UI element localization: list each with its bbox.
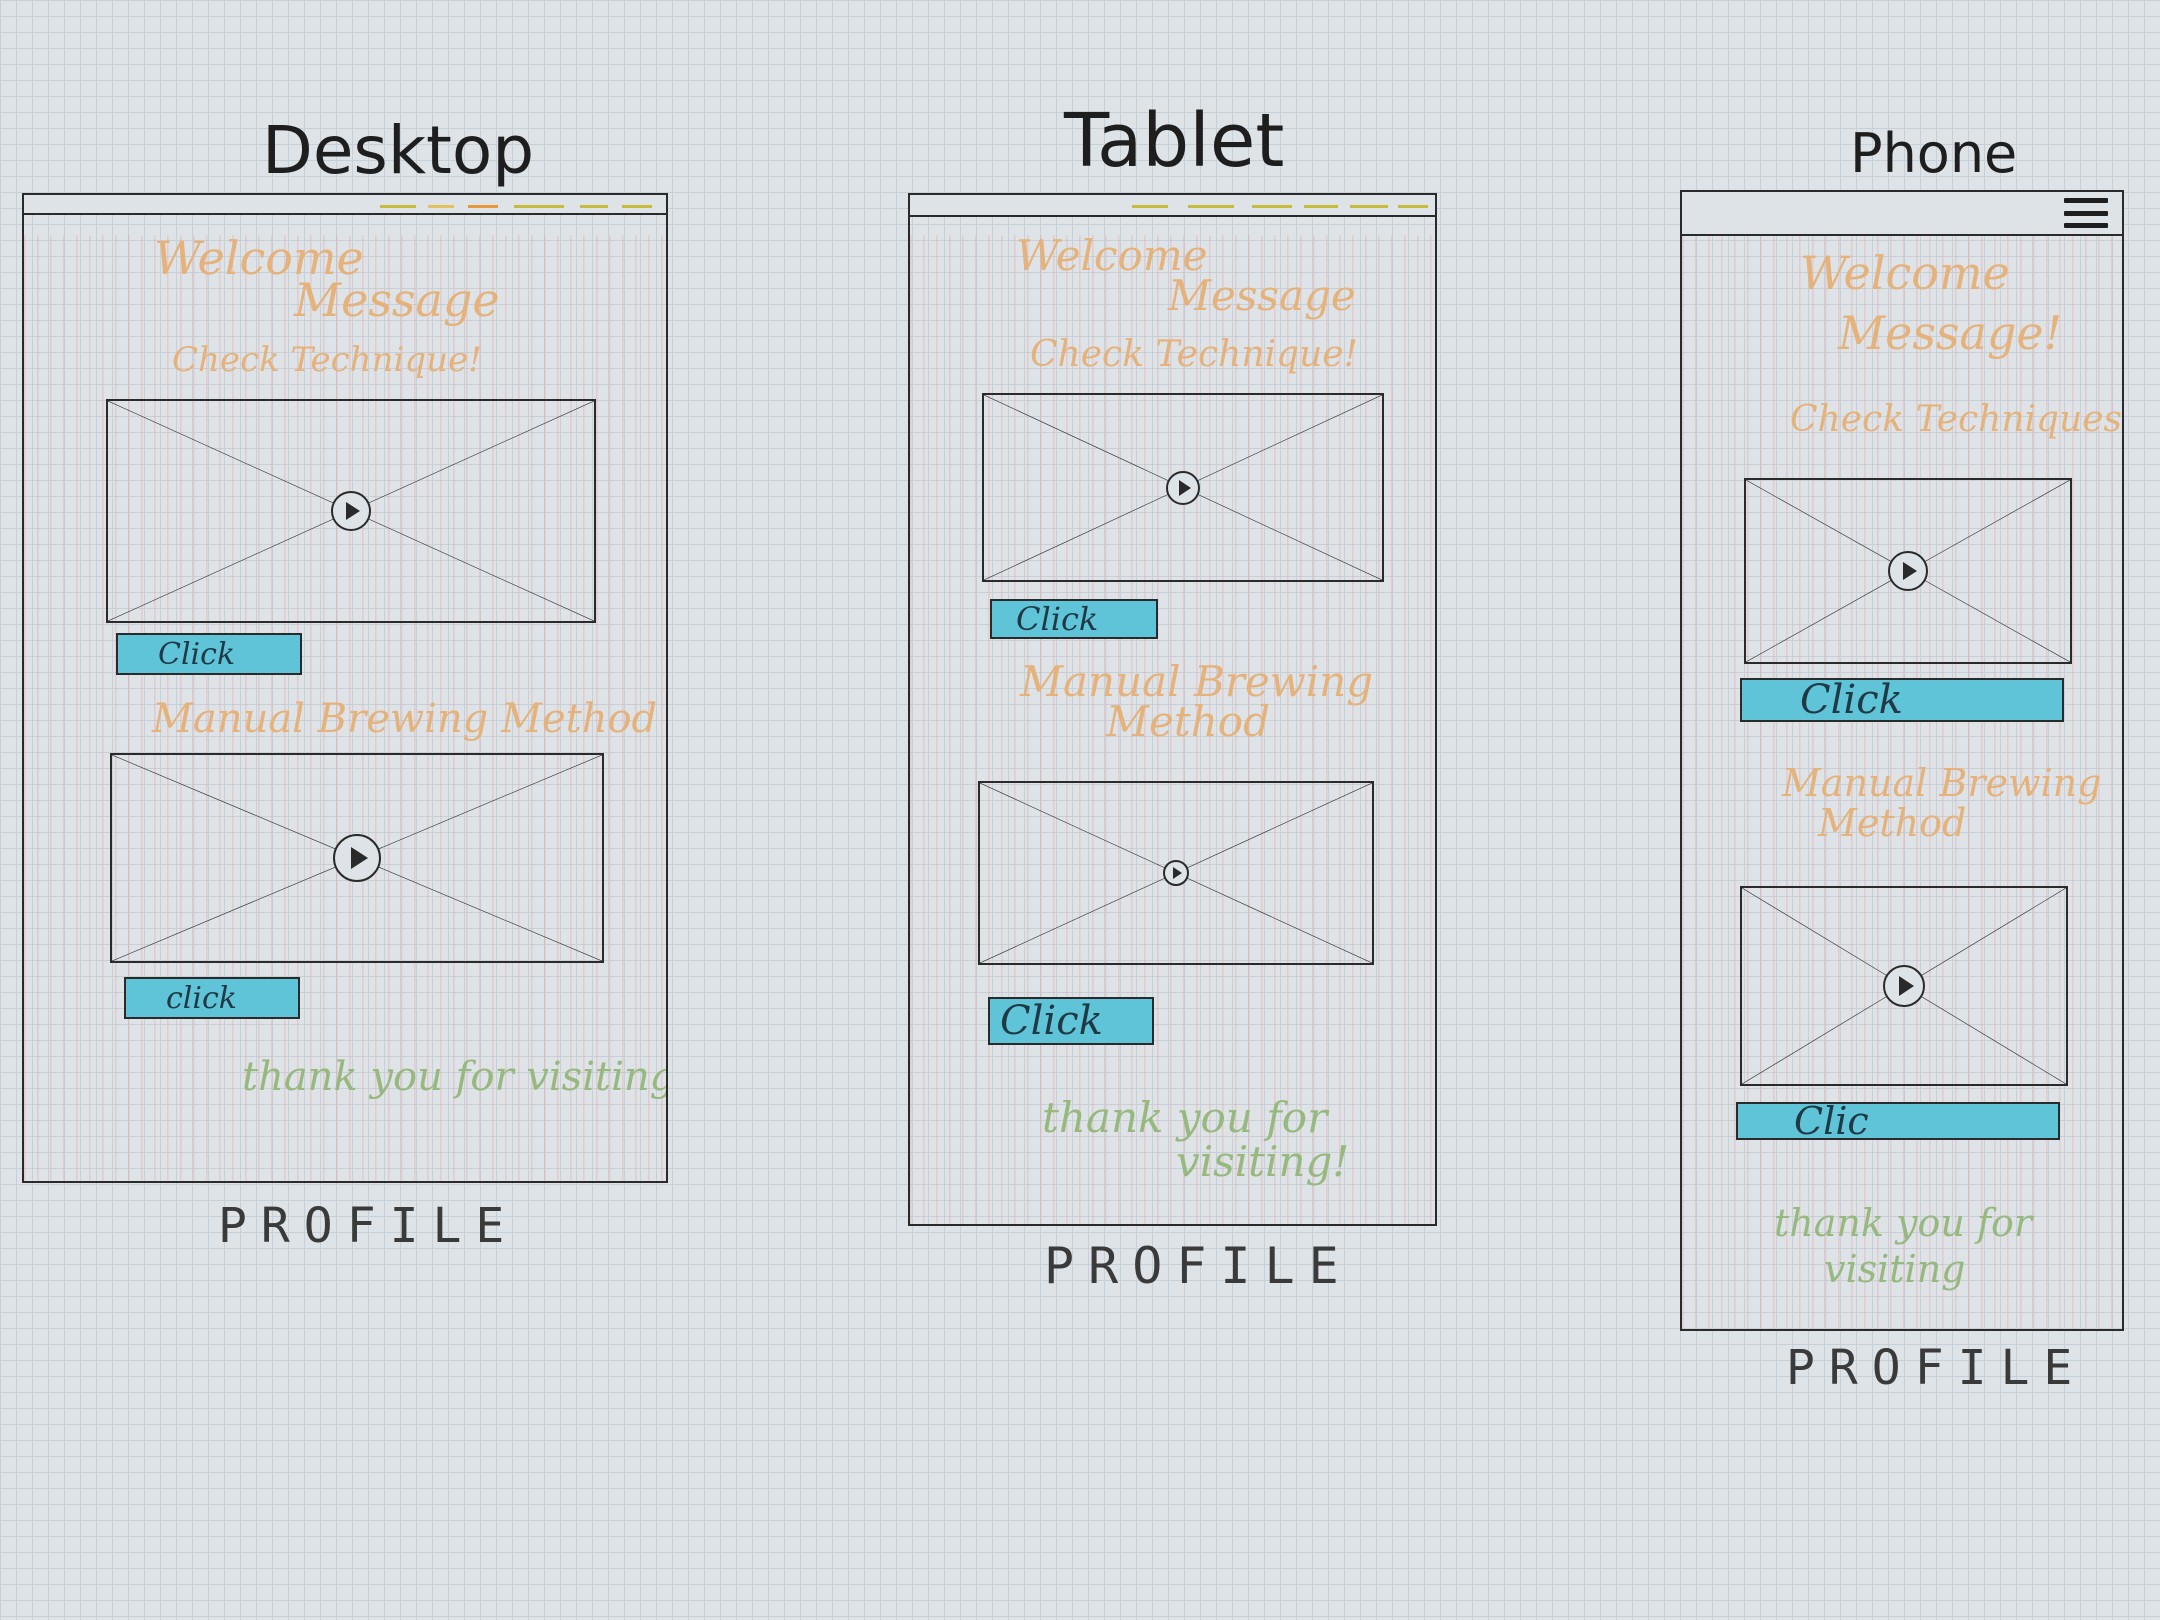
tablet-footer-line1: thank you for: [1042, 1093, 1328, 1142]
phone-frame: Welcome Message! Check Techniques! Click…: [1680, 190, 2124, 1331]
desktop-click-button-2[interactable]: click: [124, 977, 300, 1019]
tablet-nav-link[interactable]: [1350, 205, 1388, 208]
phone-click-button-1[interactable]: Click: [1740, 677, 2064, 723]
tablet-click-button-2[interactable]: Click: [988, 997, 1154, 1045]
desktop-nav-link[interactable]: [380, 205, 416, 208]
desktop-nav-link[interactable]: [468, 205, 498, 208]
phone-video-1[interactable]: [1744, 478, 2072, 664]
tablet-frame: Welcome Message Check Technique! Click M…: [908, 193, 1437, 1226]
tablet-click-button-1[interactable]: Click: [990, 599, 1158, 639]
desktop-navbar: [24, 195, 666, 215]
desktop-nav-link[interactable]: [514, 205, 564, 208]
tablet-subheading: Check Technique!: [1030, 334, 1359, 375]
phone-click-button-2[interactable]: Clic: [1736, 1099, 2060, 1143]
tablet-welcome-line2: Message: [1168, 271, 1356, 320]
phone-profile-label: PROFILE: [1786, 1340, 2087, 1396]
play-icon[interactable]: [333, 834, 381, 882]
hamburger-icon[interactable]: [2064, 198, 2108, 228]
tablet-nav-link[interactable]: [1304, 205, 1338, 208]
desktop-subheading: Check Technique!: [172, 340, 482, 380]
tablet-section-heading-line1: Manual Brewing: [1020, 657, 1374, 706]
desktop-video-2[interactable]: [110, 753, 604, 963]
play-icon[interactable]: [1166, 470, 1200, 505]
tablet-nav-link[interactable]: [1188, 205, 1234, 208]
tablet-nav-link[interactable]: [1252, 205, 1292, 208]
desktop-click-button-1[interactable]: Click: [116, 633, 302, 675]
phone-title: Phone: [1850, 122, 2018, 185]
tablet-navbar: [910, 195, 1435, 217]
phone-subheading: Check Techniques!: [1790, 399, 2124, 440]
desktop-video-1[interactable]: [106, 399, 596, 623]
desktop-welcome-line1: Welcome: [154, 231, 364, 285]
phone-section-heading-line1: Manual Brewing: [1782, 761, 2102, 805]
phone-welcome-line1: Welcome: [1800, 246, 2010, 300]
tablet-nav-link[interactable]: [1132, 205, 1168, 208]
phone-section-heading-line2: Method: [1818, 801, 1967, 845]
tablet-nav-link[interactable]: [1398, 205, 1428, 208]
tablet-video-1[interactable]: [982, 393, 1384, 582]
desktop-welcome-line2: Message: [294, 273, 500, 327]
tablet-profile-label: PROFILE: [1044, 1237, 1353, 1295]
desktop-profile-label: PROFILE: [218, 1198, 519, 1254]
phone-video-2[interactable]: [1740, 886, 2068, 1086]
play-icon[interactable]: [1883, 965, 1925, 1007]
desktop-nav-link[interactable]: [428, 205, 454, 208]
tablet-welcome-line1: Welcome: [1016, 231, 1208, 280]
desktop-title: Desktop: [262, 112, 535, 189]
play-icon[interactable]: [1163, 860, 1189, 886]
play-icon[interactable]: [331, 491, 371, 531]
desktop-nav-link[interactable]: [580, 205, 608, 208]
phone-navbar: [1682, 192, 2122, 236]
desktop-footer-text: thank you for visiting: [242, 1054, 668, 1100]
tablet-section-heading-line2: Method: [1106, 697, 1270, 746]
phone-footer-line1: thank you for: [1774, 1201, 2032, 1245]
tablet-footer-line2: visiting!: [1176, 1137, 1350, 1186]
desktop-nav-link[interactable]: [622, 205, 652, 208]
tablet-video-2[interactable]: [978, 781, 1374, 965]
phone-welcome-line2: Message!: [1838, 306, 2063, 360]
play-icon[interactable]: [1888, 551, 1928, 591]
tablet-title: Tablet: [1064, 98, 1285, 184]
desktop-section-heading: Manual Brewing Method: [152, 696, 658, 742]
desktop-frame: Welcome Message Check Technique! Click M…: [22, 193, 668, 1183]
phone-footer-line2: visiting: [1824, 1247, 1966, 1291]
